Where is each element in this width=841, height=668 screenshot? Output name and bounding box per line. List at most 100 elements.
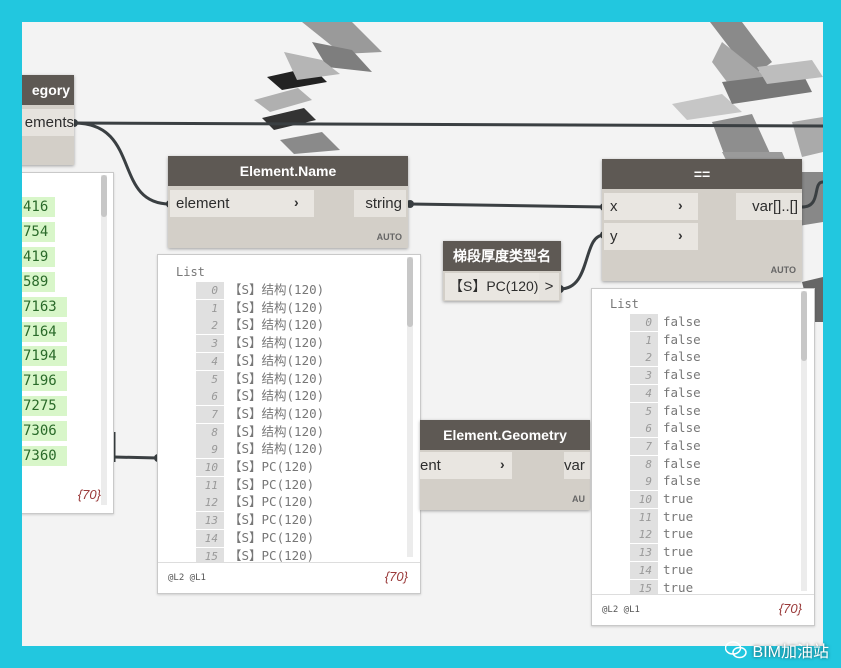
preview-footer: @L2 @L1 {70} [592,594,814,625]
list-item: 419 [22,246,55,267]
input-port-element[interactable]: ent [420,452,512,479]
list-value: 【S】PC(120) [229,529,315,545]
list-index: 13 [630,544,658,562]
list-value: true [663,491,694,506]
list-index: 12 [196,494,224,512]
lacing-label[interactable]: AU [572,494,585,504]
node-equals[interactable]: == x › y › var[]..[] AUTO [602,159,802,281]
list-item: 754 [22,221,55,242]
output-port-string[interactable]: > [539,273,559,300]
list-value: 【S】结构(120) [229,405,325,421]
node-title: egory [22,75,74,105]
list-item: 7306 [22,421,67,442]
list-value: false [663,331,701,347]
preview-scrollbar[interactable] [407,257,413,327]
list-value: false [663,384,701,400]
list-item: 7163 [22,296,67,317]
list-item: 2【S】结构(120) [196,316,324,335]
list-index: 3 [196,335,224,353]
list-item: 416 [22,197,55,217]
preview-count: {70} [778,601,802,616]
lacing-label[interactable]: AUTO [376,232,402,242]
input-port-element[interactable]: element [170,190,314,217]
preview-footer: @L2 @L1 {70} [158,562,420,593]
list-index: 14 [196,529,224,547]
list-item: 7164 [22,321,67,342]
list-item: 7275 [22,396,67,417]
chevron-right-icon: › [678,227,683,243]
list-item: 8 false [630,455,701,473]
input-port-y[interactable]: y [604,223,698,250]
list-index: 11 [196,476,224,494]
string-value-field[interactable]: 【S】PC(120) [445,273,539,300]
output-port-var[interactable]: var [564,452,590,479]
list-value: true [663,508,694,524]
list-item: 0【S】结构(120) [196,281,324,299]
preview-list-header: List [610,297,639,311]
list-index: 5 [196,370,224,388]
lacing-label[interactable]: AUTO [770,265,796,275]
list-item: 7194 [22,346,67,367]
list-index: 11 [630,508,658,526]
list-value: true [663,561,694,577]
output-port-result[interactable]: var[]..[] [736,193,802,220]
node-title: Element.Name [168,156,408,186]
list-value: false [663,455,701,471]
list-value: 【S】PC(120) [229,494,315,510]
list-index: 15 [630,579,658,597]
list-value: false [663,437,701,453]
list-item: 8【S】结构(120) [196,423,324,441]
list-value: true [663,526,694,542]
output-port-string[interactable]: string [354,190,406,217]
list-item: 11 true [630,508,694,526]
preview-scrollbar[interactable] [101,175,107,217]
list-index: 15 [196,547,224,565]
list-item: 9【S】结构(120) [196,440,324,459]
node-string-input[interactable]: 梯段厚度类型名 【S】PC(120) > [443,241,561,301]
preview-scrollbar[interactable] [801,291,807,361]
list-index: 0 [196,282,224,299]
list-item: 15【S】PC(120) [196,547,314,565]
list-index: 9 [196,441,224,459]
node-category[interactable]: egory ements [22,75,74,165]
list-index: 12 [630,526,658,544]
list-index: 14 [630,561,658,579]
list-index: 8 [630,455,658,473]
list-value: 【S】PC(120) [229,512,315,528]
input-port-x[interactable]: x [604,193,698,220]
list-index: 1 [630,331,658,349]
list-levels[interactable]: @L2 @L1 [602,605,640,615]
watermark-text: BIM加油站 [752,644,829,661]
wechat-icon [724,641,747,659]
list-index: 0 [630,314,658,331]
list-item: 1【S】结构(120) [196,299,324,317]
list-index: 10 [196,459,224,476]
list-value: 【S】PC(120) [229,476,315,492]
node-element-geometry[interactable]: Element.Geometry ent › var AU [420,420,590,510]
list-index: 3 [630,367,658,385]
list-value: false [663,349,701,365]
list-value: 【S】PC(120) [229,459,315,474]
list-item: 589 [22,271,55,292]
list-item: 14 【S】PC(120) [196,529,315,547]
list-index: 5 [630,402,658,420]
list-value: false [663,314,701,329]
node-element-name[interactable]: Element.Name element › string AUTO [168,156,408,248]
list-item: 12 【S】PC(120) [196,493,315,512]
list-levels[interactable]: @L2 @L1 [168,573,206,583]
preview-count: {70} [384,569,408,584]
list-item: 0 false [630,313,701,331]
list-value: false [663,420,701,436]
list-index: 10 [630,491,658,508]
output-port-elements[interactable]: ements [22,109,74,136]
preview-list-header: List [176,265,205,279]
list-index: 2 [196,317,224,335]
node-title: 梯段厚度类型名 [443,241,561,271]
